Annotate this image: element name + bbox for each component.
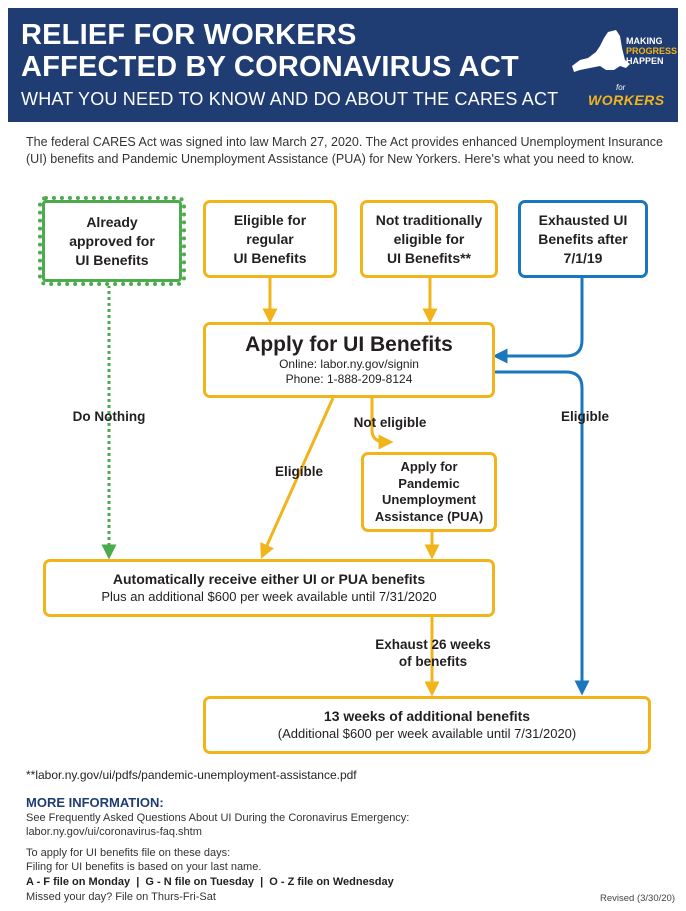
arrow-exhausted-to-apply: [492, 278, 584, 364]
arrow-eligible-to-auto: [260, 397, 335, 559]
already-line-2: approved for: [69, 232, 155, 249]
box-auto-receive: Automatically receive either UI or PUA b…: [43, 559, 495, 617]
box-exhausted: Exhausted UI Benefits after 7/1/19: [518, 200, 648, 278]
pua-line-3: Unemployment: [382, 492, 476, 507]
auto-line: Plus an additional $600 per week availab…: [101, 589, 437, 604]
revised-date: Revised (3/30/20): [600, 893, 675, 904]
header-banner: RELIEF FOR WORKERS AFFECTED BY CORONAVIR…: [8, 8, 678, 122]
pua-line-2: Pandemic: [398, 475, 460, 491]
pua-line-4: Assistance (PUA): [374, 508, 484, 524]
nottrad-line-3: UI Benefits**: [386, 249, 472, 266]
pua-line-1: Apply for: [400, 459, 458, 474]
logo-line-3: HAPPEN: [626, 56, 664, 66]
subtitle: WHAT YOU NEED TO KNOW AND DO ABOUT THE C…: [21, 89, 559, 109]
box-apply-ui: Apply for UI Benefits Online: labor.ny.g…: [203, 322, 495, 398]
nys-logo: MAKING PROGRESS HAPPEN for WORKERS: [570, 26, 678, 116]
apply-title: Apply for UI Benefits: [245, 333, 453, 356]
logo-line-2: PROGRESS: [626, 46, 678, 56]
weeks13-title: 13 weeks of additional benefits: [323, 708, 531, 724]
logo-for: for: [616, 83, 626, 92]
label-eligible-mid: Eligible: [274, 464, 323, 479]
exhaust-line-2: of benefits: [398, 654, 468, 669]
exhausted-line-3: 7/1/19: [563, 249, 603, 266]
arrow-not-eligible-to-pua: [370, 398, 394, 450]
box-not-traditionally: Not traditionally eligible for UI Benefi…: [360, 200, 498, 278]
exhaust-line-1: Exhaust 26 weeks: [375, 637, 491, 652]
already-line-1: Already: [86, 213, 138, 230]
logo-workers: WORKERS: [588, 92, 665, 108]
weeks13-line: (Additional $600 per week available unti…: [277, 726, 577, 741]
label-do-nothing: Do Nothing: [72, 409, 146, 424]
faq-link[interactable]: labor.ny.gov/ui/coronavirus-faq.shtm: [26, 826, 202, 838]
apply-online: Online: labor.ny.gov/signin: [279, 357, 419, 371]
auto-title: Automatically receive either UI or PUA b…: [112, 571, 426, 587]
intro-text: The federal CARES Act was signed into la…: [26, 135, 663, 166]
box-eligible-regular: Eligible for regular UI Benefits: [203, 200, 337, 278]
more-info-heading: MORE INFORMATION:: [26, 795, 164, 810]
title-line-1: RELIEF FOR WORKERS: [21, 19, 357, 51]
title-line-2: AFFECTED BY CORONAVIRUS ACT: [21, 51, 519, 83]
last-name-text: Filing for UI benefits is based on your …: [26, 861, 262, 873]
label-eligible-right: Eligible: [560, 409, 609, 424]
exhausted-line-2: Benefits after: [538, 230, 628, 247]
label-not-eligible: Not eligible: [353, 415, 427, 430]
nottrad-line-1: Not traditionally: [375, 211, 483, 228]
footnote: **labor.ny.gov/ui/pdfs/pandemic-unemploy…: [26, 768, 357, 782]
nottrad-line-2: eligible for: [393, 230, 465, 247]
already-line-3: UI Benefits: [75, 251, 149, 268]
filing-schedule: A - F file on Monday | G - N file on Tue…: [26, 876, 394, 888]
faq-text: See Frequently Asked Questions About UI …: [26, 812, 410, 824]
box-already-approved: Already approved for UI Benefits: [38, 196, 186, 286]
eligible-line-3: UI Benefits: [233, 249, 307, 266]
arrow-apply-to-13weeks: [494, 370, 590, 696]
box-pua: Apply for Pandemic Unemployment Assistan…: [361, 452, 497, 532]
apply-phone: Phone: 1-888-209-8124: [285, 372, 413, 386]
exhausted-line-1: Exhausted UI: [538, 211, 628, 228]
logo-line-1: MAKING: [626, 36, 663, 46]
days-intro: To apply for UI benefits file on these d…: [26, 847, 231, 859]
eligible-line-1: Eligible for: [233, 211, 307, 228]
label-exhaust: Exhaust 26 weeks of benefits: [358, 636, 508, 670]
box-13-weeks: 13 weeks of additional benefits (Additio…: [203, 696, 651, 754]
missed-day-text: Missed your day? File on Thurs-Fri-Sat: [26, 891, 216, 903]
ny-state-map-icon: [572, 30, 630, 72]
eligible-line-2: regular: [246, 230, 294, 247]
